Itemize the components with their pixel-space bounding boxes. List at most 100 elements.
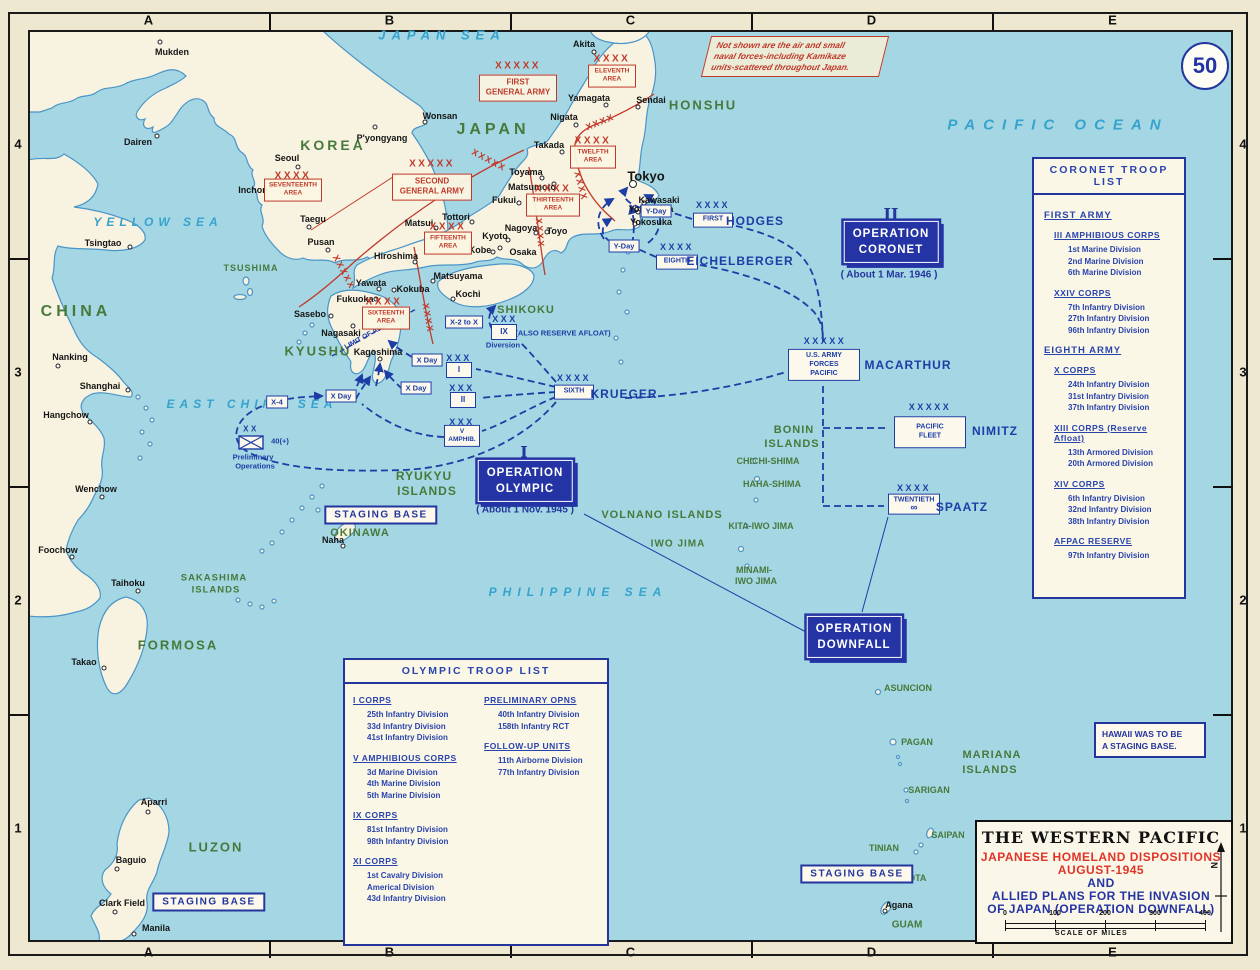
grid-letter: B xyxy=(384,12,395,28)
map-number-badge: 50 xyxy=(1181,42,1229,90)
city-label: Dairen xyxy=(123,137,153,147)
city-marker xyxy=(114,866,120,872)
city-label: Sendai xyxy=(636,95,666,105)
sea-label: EAST CHINA SEA xyxy=(166,397,338,411)
honshu xyxy=(351,32,660,290)
land-label: KITA-IWO JIMA xyxy=(728,521,794,531)
city-marker xyxy=(422,119,428,125)
city-label: Matsumoto xyxy=(508,182,556,192)
preliminary-ops-unit-symbol xyxy=(238,435,264,450)
corps-heading: IX CORPS xyxy=(353,810,398,820)
division-row: 98th Infantry Division xyxy=(367,836,449,846)
grid-letter: B xyxy=(384,944,395,960)
grid-tick xyxy=(1213,258,1233,260)
grid-number: 2 xyxy=(1239,592,1247,608)
land-label: SARIGAN xyxy=(908,785,950,795)
allied-unit-box: EIGHTH xyxy=(656,254,698,270)
city-marker xyxy=(328,313,334,319)
map-title-block: THE WESTERN PACIFIC JAPANESE HOMELAND DI… xyxy=(975,820,1233,944)
grid-letter: A xyxy=(143,12,154,28)
map-annotation: 40(+) xyxy=(271,436,289,446)
unit-echelon: XXXX xyxy=(274,170,312,182)
sea-label: JAPAN SEA xyxy=(378,27,506,43)
scale-tick-value: 400 xyxy=(1199,910,1211,917)
city-label: Agana xyxy=(885,900,913,910)
sea-label: PACIFIC OCEAN xyxy=(947,116,1169,134)
city-marker xyxy=(131,931,137,937)
grid-tick xyxy=(510,12,512,30)
sea-label: YELLOW SEA xyxy=(93,215,223,229)
svg-text:N: N xyxy=(1209,862,1219,869)
operation-date: ( About 1 Mar. 1946 ) xyxy=(840,269,938,281)
day-tag: X Day xyxy=(325,389,357,403)
kamikaze-note: Not shown are the air and small naval fo… xyxy=(700,36,890,77)
china-coast xyxy=(30,153,146,618)
unit-echelon: XXX xyxy=(449,383,475,393)
city-label: Toyo xyxy=(546,226,568,236)
division-row: 40th Infantry Division xyxy=(498,710,580,719)
operation-name-line: OPERATION xyxy=(852,227,930,240)
division-row: 81st Infantry Division xyxy=(367,825,448,834)
operation-numeral: II xyxy=(883,204,899,224)
unit-echelon: XXXX xyxy=(695,200,731,210)
allied-unit-box: SIXTH xyxy=(554,384,594,400)
division-row: 77th Infantry Division xyxy=(498,767,580,777)
division-row: 2nd Marine Division xyxy=(1068,256,1144,266)
city-label: Kagoshima xyxy=(353,347,403,357)
scale-bar xyxy=(1005,920,1206,931)
grid-tick xyxy=(8,714,28,716)
unit-name-line: AREA xyxy=(602,76,622,83)
city-label: Kyoto xyxy=(482,231,508,241)
landmasses xyxy=(30,32,934,940)
map-subtitle-blue: ALLIED PLANS FOR THE INVASION xyxy=(991,889,1211,903)
city-marker xyxy=(632,221,638,227)
city-marker xyxy=(573,122,579,128)
division-row: 37th Infantry Division xyxy=(1068,403,1150,412)
city-marker xyxy=(101,665,107,671)
army-heading: FIRST ARMY xyxy=(1044,210,1112,221)
commander-label: NIMITZ xyxy=(972,424,1018,438)
luzon xyxy=(90,797,170,940)
map-title: THE WESTERN PACIFIC xyxy=(981,828,1221,847)
city-label: Yokosuka xyxy=(630,217,672,227)
city-label: Wenchow xyxy=(75,484,117,494)
unit-name-line: AREA xyxy=(376,318,396,325)
city-label: Nigata xyxy=(550,112,578,122)
map-subtitle-red: JAPANESE HOMELAND DISPOSITIONS xyxy=(980,850,1222,864)
operation-connector-lines xyxy=(583,513,889,633)
division-row: 1st Marine Division xyxy=(1068,245,1141,254)
city-label: Naha xyxy=(321,535,345,545)
unit-echelon: XXXX xyxy=(593,53,631,65)
unit-name-line: V xyxy=(459,427,465,435)
unit-name-line: AREA xyxy=(438,243,458,250)
division-row: 11th Airborne Division xyxy=(498,756,583,765)
division-row: 24th Infantry Division xyxy=(1068,380,1150,389)
city-marker xyxy=(55,363,61,369)
unit-name-line: FORCES xyxy=(809,360,839,368)
note-line: naval forces-including Kamikaze xyxy=(712,51,848,61)
city-label: Kokuba xyxy=(396,284,430,294)
frontline-x-marks: XXXXX xyxy=(470,146,508,174)
land-label: MINAMI- xyxy=(736,565,772,575)
city-label: P'yongyang xyxy=(356,133,408,143)
land-label: SAKASHIMA xyxy=(180,572,248,584)
city-marker xyxy=(127,244,133,250)
city-marker xyxy=(412,259,418,265)
map-subtitle-blue: OF JAPAN (OPERATION DOWNFALL) xyxy=(987,902,1215,916)
city-marker xyxy=(145,809,151,815)
grid-tick xyxy=(992,940,994,958)
city-marker xyxy=(430,278,436,284)
scale-tick-value: 200 xyxy=(1099,910,1111,917)
note-line: units-scattered throughout Japan. xyxy=(710,62,851,72)
city-label: Kochi xyxy=(455,289,481,299)
city-marker xyxy=(325,247,331,253)
allied-unit-box: IX xyxy=(491,324,517,340)
unit-name-line: AREA xyxy=(543,205,563,212)
land-label: ISLANDS xyxy=(397,484,457,498)
city-marker xyxy=(603,102,609,108)
land-label: IWO JIMA xyxy=(735,576,777,586)
